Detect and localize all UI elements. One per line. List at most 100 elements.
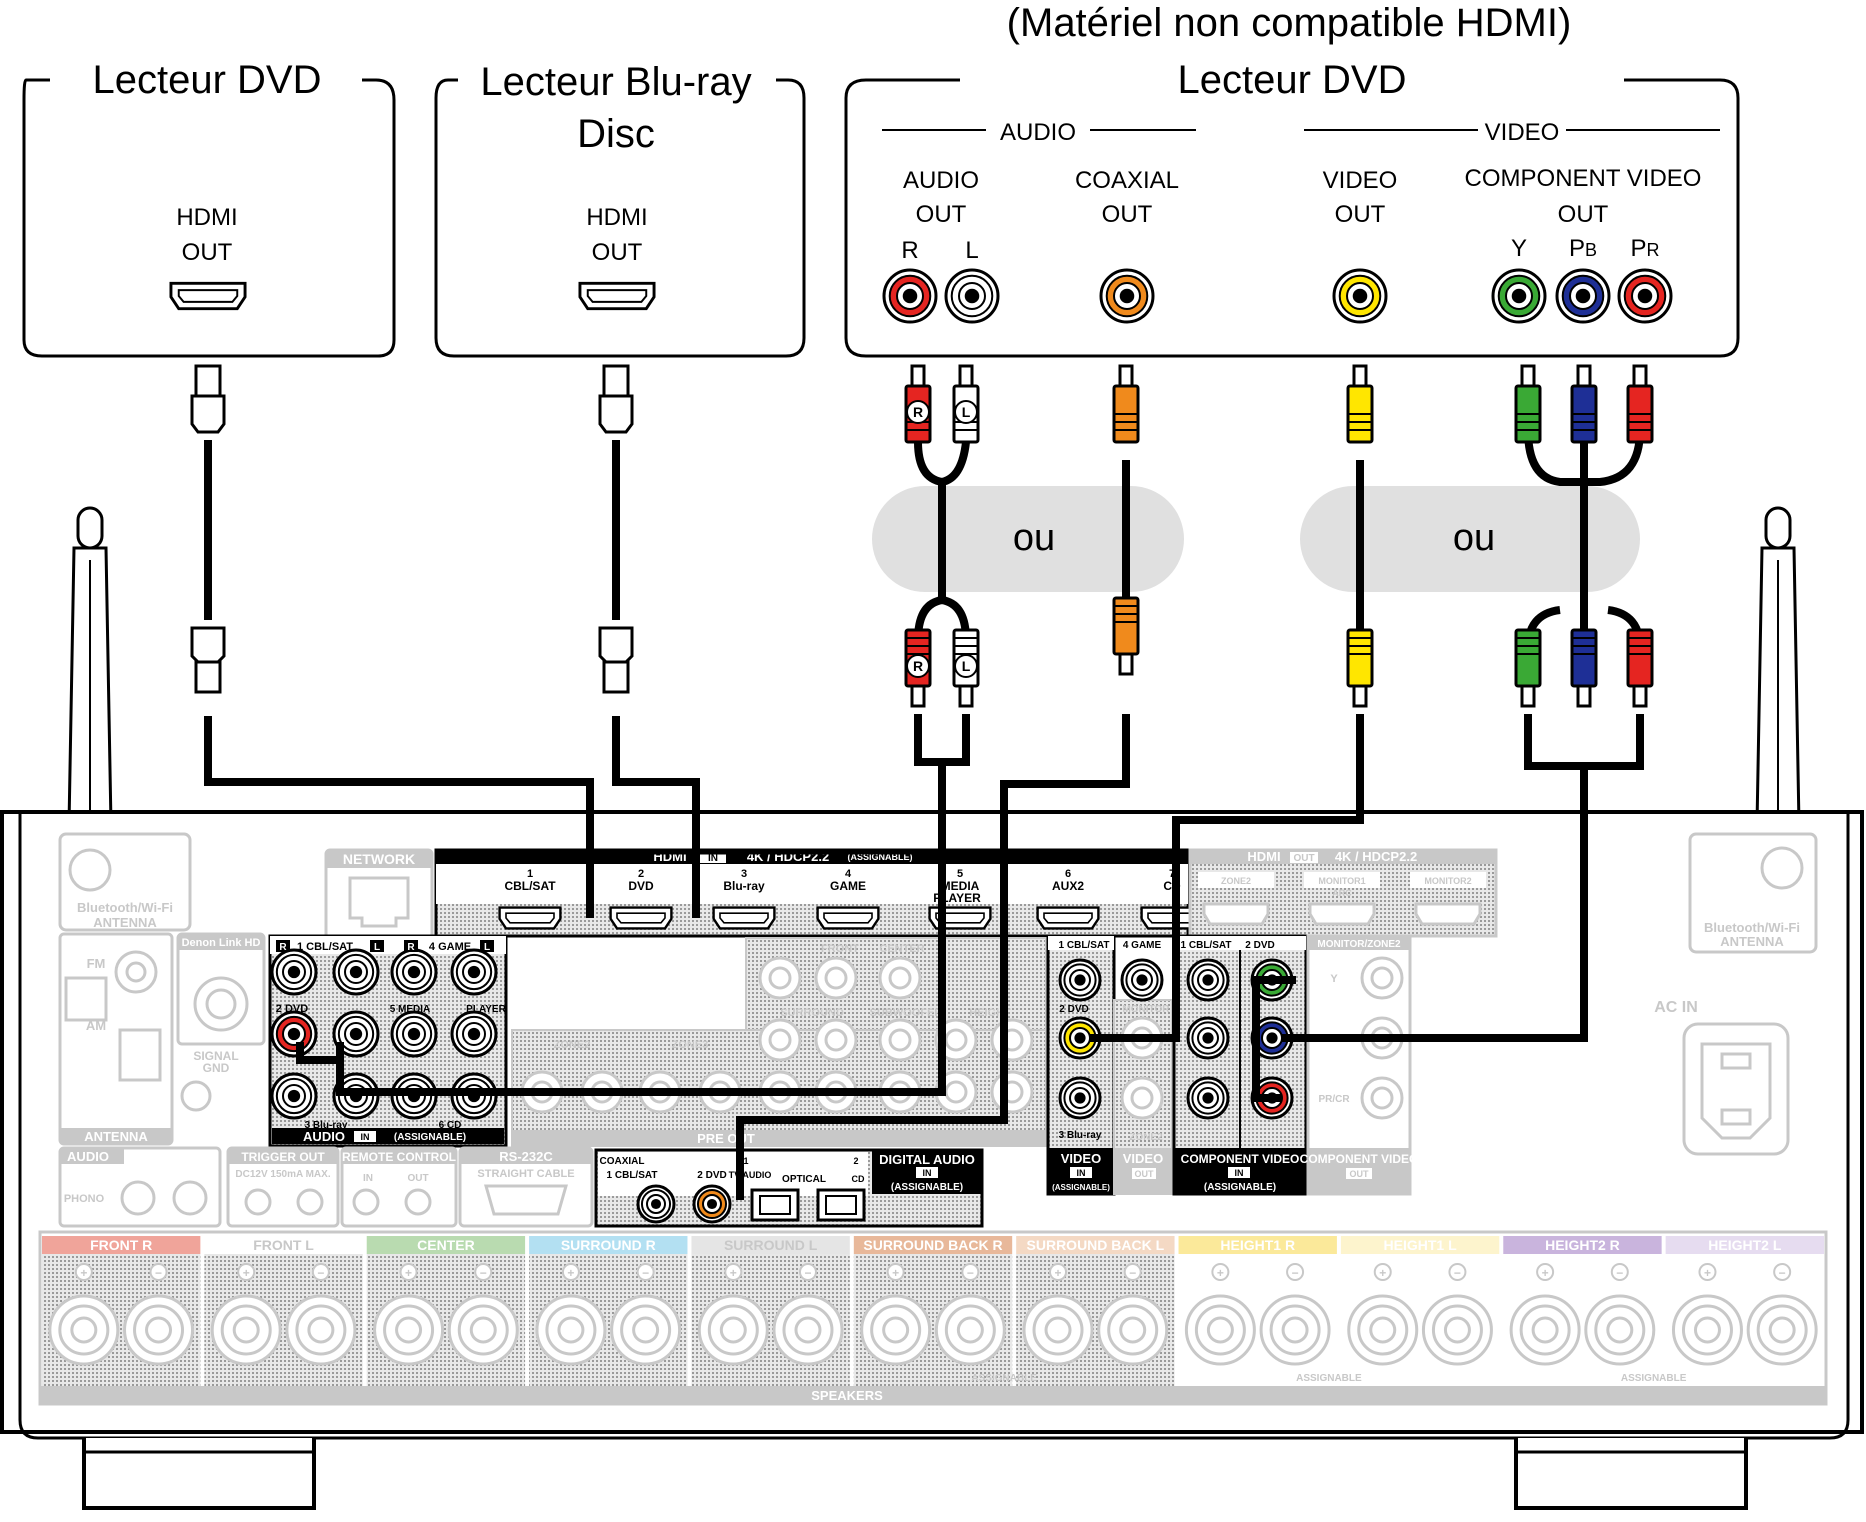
speaker-terminal-icon: + [48, 1263, 120, 1366]
component-in-1-jack [1186, 958, 1230, 1002]
svg-text:AUDIO: AUDIO [67, 1149, 109, 1164]
cable-wire [914, 714, 970, 766]
component-y-jack [1491, 268, 1547, 324]
svg-text:PRE OUT: PRE OUT [697, 1131, 755, 1146]
speaker-label: FRONT L [253, 1237, 314, 1253]
pre-out-jack [758, 956, 802, 1000]
speaker-terminal-group: HEIGHT2 R+− [1503, 1236, 1662, 1366]
port-label: OUT [916, 201, 967, 228]
svg-text:+: + [80, 1266, 87, 1280]
speaker-label: HEIGHT1 L [1384, 1237, 1458, 1253]
hdmi-input-port-icon [816, 906, 880, 930]
speaker-terminal-icon: − [123, 1263, 195, 1366]
svg-text:+: + [567, 1266, 574, 1280]
svg-text:(ASSIGNABLE): (ASSIGNABLE) [848, 852, 913, 862]
svg-text:2 DVD: 2 DVD [1245, 940, 1274, 951]
svg-text:MONITOR/ZONE2: MONITOR/ZONE2 [1317, 939, 1401, 950]
svg-text:AM: AM [86, 1018, 106, 1033]
arc-label: ARC [1332, 888, 1352, 898]
pre-out-label: ZONE2 [554, 1039, 591, 1051]
channel-label: L [965, 237, 978, 264]
svg-text:+: + [892, 1266, 899, 1280]
pre-out-jack [878, 956, 922, 1000]
rca-plug-y-icon [1514, 628, 1542, 708]
svg-text:COMPONENT VIDEO: COMPONENT VIDEO [1181, 1152, 1300, 1166]
svg-text:+: + [1704, 1266, 1711, 1280]
plug-label: L [962, 658, 971, 674]
channel-label: PR [1630, 235, 1659, 262]
svg-text:DIGITAL AUDIO: DIGITAL AUDIO [879, 1152, 975, 1167]
audio-in-jack [390, 1010, 438, 1058]
plug-label: R [913, 658, 923, 674]
pre-out-label: SUBWOOFER [870, 1007, 943, 1019]
svg-text:5 MEDIA: 5 MEDIA [390, 1004, 431, 1015]
or-label: ou [1013, 517, 1055, 559]
speaker-terminal-group: SURROUND R+− [529, 1236, 688, 1386]
hdmi-input-number: 1 [527, 868, 533, 880]
hdmi-plug-icon [190, 626, 226, 694]
svg-text:3 Blu-ray: 3 Blu-ray [1059, 1130, 1102, 1141]
cable-wire [1524, 714, 1644, 770]
cable-wire [1090, 714, 1364, 1042]
audio-out-l-jack [944, 268, 1000, 324]
pre-out-jack [814, 1018, 858, 1062]
svg-text:+: + [1217, 1266, 1224, 1280]
assignable-label: ASSIGNABLE [1621, 1373, 1687, 1384]
svg-text:IN: IN [708, 853, 718, 864]
port-label: OUT [1558, 201, 1609, 228]
speaker-terminal-icon: + [210, 1263, 282, 1366]
video-out-jack [1332, 268, 1388, 324]
hdmi-plug-icon [598, 364, 634, 434]
svg-text:2 DVD: 2 DVD [697, 1170, 726, 1181]
coaxial-in-2-dvd-jack [692, 1184, 732, 1224]
assignable-label: ASSIGNABLE [1296, 1373, 1362, 1384]
optical-in-2-icon [816, 1188, 866, 1222]
hdmi-out-port-icon [578, 281, 656, 311]
svg-text:VIDEO: VIDEO [1123, 1151, 1163, 1166]
svg-text:RS-232C: RS-232C [499, 1149, 553, 1164]
svg-text:Denon Link HD: Denon Link HD [182, 937, 261, 949]
svg-text:+: + [1379, 1266, 1386, 1280]
component-in-1-jack [1186, 1016, 1230, 1060]
hdmi-input-number: 6 [1065, 868, 1071, 880]
speaker-terminal-icon: − [610, 1263, 682, 1366]
svg-text:(ASSIGNABLE): (ASSIGNABLE) [1204, 1182, 1276, 1193]
ac-in-label: AC IN [1654, 999, 1698, 1016]
svg-text:OUT: OUT [1135, 1169, 1155, 1179]
port-label: AUDIO [903, 167, 979, 194]
svg-text:TRIGGER OUT: TRIGGER OUT [241, 1150, 325, 1164]
component-in-2-pb-jack [1250, 1016, 1294, 1060]
pre-out-jack [758, 1018, 802, 1062]
hdmi-input-label: DVD [628, 879, 654, 893]
svg-text:1: 1 [743, 1156, 748, 1166]
speaker-terminal-icon: + [1671, 1263, 1743, 1366]
svg-text:ANTENNA: ANTENNA [1720, 934, 1784, 949]
cable-wire [1252, 976, 1296, 1102]
device-title: Lecteur DVD [93, 58, 322, 102]
audio-group-label: AUDIO [1000, 119, 1076, 146]
plug-label: R [913, 404, 923, 420]
pre-out-label: FRONT [821, 943, 859, 955]
svg-text:−: − [804, 1266, 811, 1280]
speaker-terminal-group: HEIGHT1 R+− [1178, 1236, 1337, 1366]
speaker-terminal-icon: − [772, 1263, 844, 1366]
video-out-jack [1120, 1076, 1164, 1120]
svg-text:IN: IN [363, 1173, 373, 1184]
cables [204, 429, 1644, 1200]
speaker-terminal-icon: + [1022, 1263, 1094, 1366]
svg-text:−: − [1616, 1266, 1623, 1280]
svg-text:HDMI: HDMI [1247, 849, 1280, 864]
svg-text:OPTICAL: OPTICAL [782, 1174, 826, 1185]
svg-text:OUT: OUT [407, 1173, 428, 1184]
svg-text:1 CBL/SAT: 1 CBL/SAT [607, 1170, 658, 1181]
svg-text:AUDIO: AUDIO [303, 1129, 345, 1144]
speaker-terminal-group: SURROUND BACK R+− [853, 1236, 1013, 1386]
speaker-terminal-icon: − [934, 1263, 1006, 1366]
speaker-terminal-icon: − [1584, 1263, 1656, 1366]
hdmi-input-port-icon [609, 906, 673, 930]
svg-text:−: − [967, 1266, 974, 1280]
speaker-label: FRONT R [90, 1237, 152, 1253]
